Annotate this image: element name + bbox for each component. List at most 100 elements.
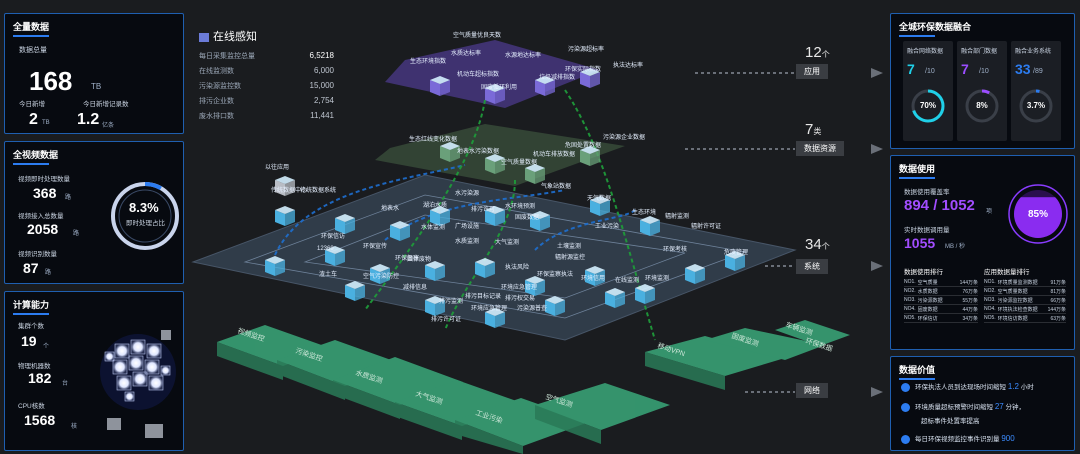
video-label: 视频即时处理数量 bbox=[18, 176, 70, 183]
rank-val: 76万条 bbox=[962, 288, 978, 295]
machine-value: 182 bbox=[28, 370, 52, 386]
rank-val: 44万条 bbox=[962, 306, 978, 313]
fusion-card-pct: 3.7% bbox=[1026, 101, 1046, 110]
system-tag: 环保信访 bbox=[321, 234, 346, 240]
application-tag: 垃圾减排指数 bbox=[539, 75, 576, 81]
rank-no: NO1. bbox=[904, 279, 916, 285]
data-cube bbox=[390, 221, 410, 241]
rank-name: 污染源数据 bbox=[917, 297, 943, 304]
fusion-card-value: 7 bbox=[907, 61, 915, 77]
video-title: 全视频数据 bbox=[13, 148, 58, 165]
application-tag: 水源地达标率 bbox=[505, 53, 542, 59]
rank-name: 环境信访数据 bbox=[997, 315, 1028, 322]
today-records-value: 1.2 bbox=[77, 111, 100, 128]
system-tag: 固废数据 bbox=[515, 215, 540, 221]
machine-label: 物理机器数 bbox=[18, 363, 51, 370]
online-row-value: 2,754 bbox=[313, 96, 334, 105]
usage-ball bbox=[1008, 184, 1068, 244]
fusion-card-total: /10 bbox=[979, 68, 989, 75]
rank-no: NO2. bbox=[984, 288, 996, 294]
system-tag: 水污染源 bbox=[455, 191, 480, 197]
system-tag: 环境应急管理 bbox=[471, 306, 508, 312]
online-row-label: 每日采集监控总量 bbox=[199, 52, 255, 60]
application-tag: 环保实际指数 bbox=[565, 67, 602, 73]
data-cube bbox=[345, 281, 365, 301]
access-value: 2058 bbox=[27, 221, 59, 237]
compute-title: 计算能力 bbox=[13, 298, 49, 315]
camera-icon bbox=[901, 434, 910, 444]
system-tag: 辐射许可证 bbox=[691, 224, 722, 230]
system-tag: 地表水 bbox=[381, 206, 400, 212]
layer-count: 12个 bbox=[805, 44, 830, 61]
rank-no: NO2. bbox=[904, 288, 916, 294]
value-row: 环保执法人员到达现场时间缩短 1.2 小时 bbox=[901, 381, 1034, 392]
system-tag: 湖泊水质 bbox=[423, 203, 448, 209]
system-tag: 环保考核 bbox=[663, 247, 688, 253]
online-row-value: 6,5218 bbox=[309, 51, 334, 60]
layer-count: 34个 bbox=[805, 236, 830, 253]
system-tag: 辐射监测 bbox=[665, 214, 690, 220]
application-tag: 生态环境指数 bbox=[410, 59, 447, 65]
all-data-panel: 全量数据 数据总量 168 TB 今日新增 2 TB 今日新增记录数 1.2 亿… bbox=[4, 13, 184, 134]
system-tag: 环境信用 bbox=[581, 276, 606, 282]
system-tag: 排污许可证 bbox=[431, 317, 462, 323]
rank-val: 34万条 bbox=[962, 315, 978, 322]
data-resource-tag: 污染源企业数据 bbox=[603, 135, 646, 141]
rank-no: NO4. bbox=[984, 306, 996, 312]
system-tag: 排污权交易 bbox=[505, 296, 536, 302]
data-cube bbox=[325, 246, 345, 266]
rank-name: 环境执法检查数据 bbox=[997, 306, 1038, 313]
cover-unit: 项 bbox=[986, 209, 993, 215]
data-cube bbox=[485, 154, 505, 174]
rank-name: 固废数据 bbox=[917, 306, 938, 313]
system-tag: 传统数据中心 bbox=[271, 188, 308, 194]
fusion-card-value: 33 bbox=[1015, 61, 1031, 77]
data-cube bbox=[545, 296, 565, 316]
fusion-ring bbox=[1019, 89, 1053, 123]
data-cube bbox=[485, 84, 505, 104]
rank-name: 环保信访 bbox=[917, 315, 938, 322]
data-cube bbox=[430, 206, 450, 226]
system-tag: 以往应用 bbox=[265, 165, 290, 171]
system-tag: 渣土车 bbox=[319, 272, 338, 278]
video-value: 368 bbox=[33, 185, 57, 201]
ai-label: 视频识别数量 bbox=[18, 251, 57, 258]
system-tag: 污染源普查 bbox=[517, 306, 548, 312]
value-row: 每日环保视频监控事件识别量 900 bbox=[901, 433, 1015, 444]
cpu-label: CPU核数 bbox=[18, 403, 45, 410]
gauge-value: 8.3% bbox=[129, 200, 159, 215]
rank-val: 91万条 bbox=[1050, 279, 1066, 286]
system-tag: 环境应急管理 bbox=[501, 285, 538, 291]
person-icon bbox=[901, 382, 910, 392]
value-row: 环境质量超标预警时间缩短 27 分钟， bbox=[901, 401, 1025, 412]
ai-value: 87 bbox=[23, 260, 39, 276]
fusion-card-total: /89 bbox=[1033, 68, 1043, 75]
data-resource-tag: 危固处置数据 bbox=[565, 143, 602, 149]
gauge-label: 即时处理占比 bbox=[126, 220, 165, 227]
ball-pct: 85% bbox=[1028, 209, 1049, 220]
data-cube bbox=[440, 142, 460, 162]
cover-value: 894 / 1052 bbox=[904, 197, 975, 214]
system-tag: 传统数据系统 bbox=[300, 188, 337, 194]
data-cube bbox=[590, 196, 610, 216]
warning-icon bbox=[901, 402, 910, 412]
data-cube bbox=[275, 176, 295, 196]
system-tag: 大气监测 bbox=[495, 240, 520, 246]
rank-row: NO4.固废数据 44万条 bbox=[904, 305, 978, 314]
data-cube bbox=[605, 288, 625, 308]
machine-unit: 台 bbox=[62, 381, 69, 387]
value-title: 数据价值 bbox=[899, 363, 935, 380]
rank-no: NO4. bbox=[904, 306, 916, 312]
fusion-ring bbox=[965, 89, 999, 123]
data-cube bbox=[535, 76, 555, 96]
rank-no: NO5. bbox=[984, 315, 996, 321]
fusion-card-pct: 8% bbox=[976, 101, 988, 110]
fusion-card-label: 融合网络数据 bbox=[907, 49, 944, 55]
system-tag: 水体监测 bbox=[421, 225, 446, 231]
